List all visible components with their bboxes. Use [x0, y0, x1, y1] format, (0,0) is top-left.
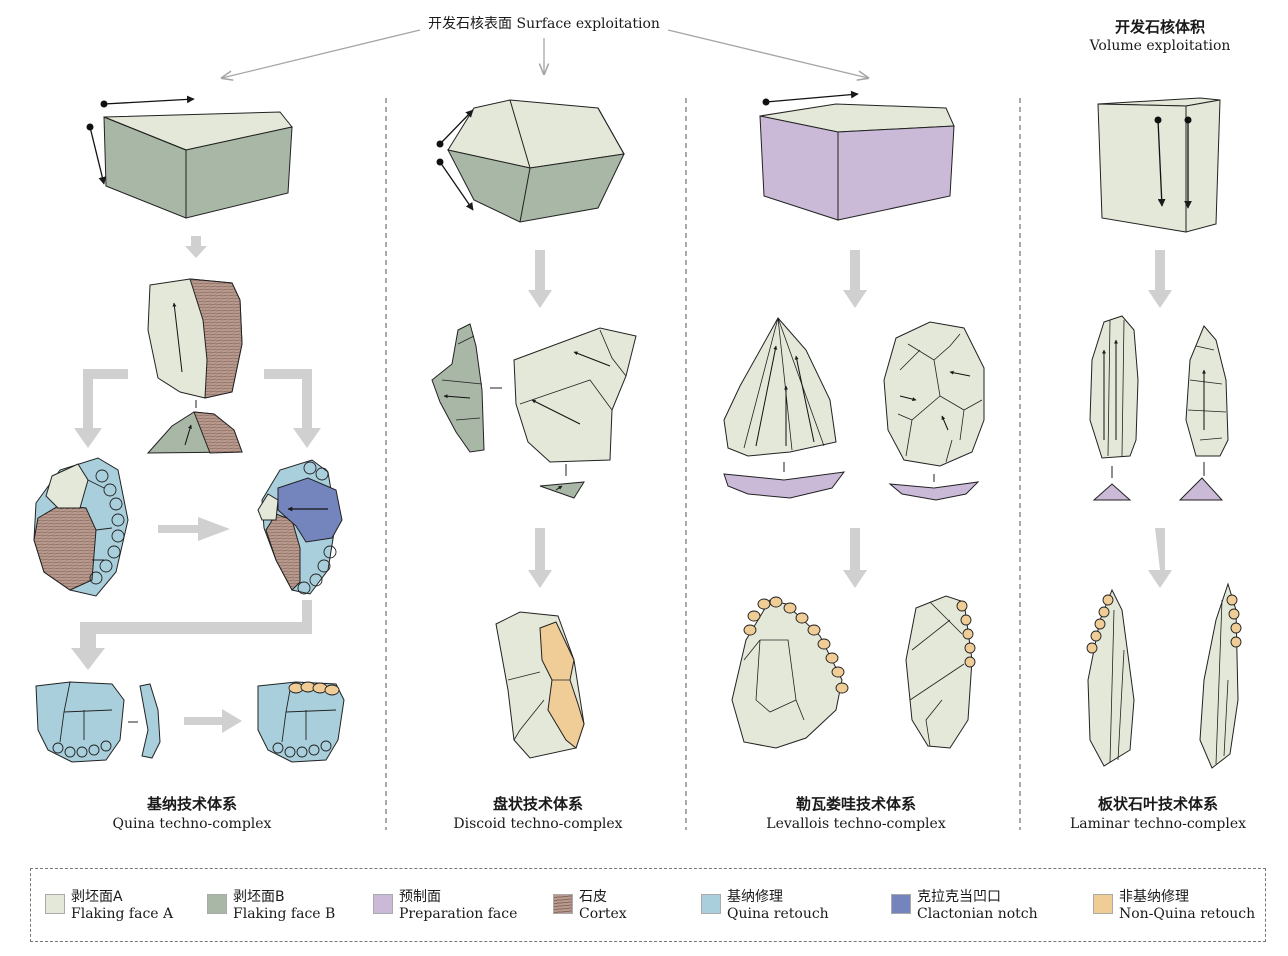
- discoid-title-cn: 盘状技术体系: [492, 795, 583, 813]
- laminar-core-arrows: [1154, 116, 1192, 209]
- legend-label-en: Clactonian notch: [917, 906, 1038, 922]
- surface-exploitation-label: 开发石核表面 Surface exploitation: [428, 16, 660, 32]
- laminar-tool-right: [1199, 582, 1242, 769]
- levallois-title-cn: 勒瓦娄哇技术体系: [795, 795, 916, 813]
- legend-label-en: Non-Quina retouch: [1119, 906, 1256, 922]
- legend-label-en: Preparation face: [399, 906, 518, 922]
- levallois-core-arrows: [762, 90, 859, 106]
- levallois-core-block: [759, 103, 955, 221]
- discoid-flow-arrows: [528, 250, 552, 588]
- laminar-blade-right: [1178, 325, 1229, 501]
- discoid-tool: [495, 611, 585, 759]
- legend-label-en: Cortex: [579, 906, 627, 922]
- volume-exploitation-en: Volume exploitation: [1089, 38, 1231, 54]
- legend-label-cn: 非基纳修理: [1119, 889, 1189, 905]
- levallois-title-en: Levallois techno-complex: [766, 816, 946, 832]
- column-dividers: [385, 98, 1021, 830]
- volume-exploitation-cn: 开发石核体积: [1114, 18, 1205, 36]
- flaking-face-a-swatch: [45, 894, 65, 914]
- flaking-face-b-swatch: [207, 894, 227, 914]
- levallois-tool-left: [731, 596, 849, 749]
- quina-scraper-notched: [257, 459, 343, 595]
- quina-title-en: Quina techno-complex: [112, 816, 272, 832]
- quina-title-cn: 基纳技术体系: [146, 795, 237, 813]
- levallois-point: [723, 317, 846, 499]
- quina-core-arrows: [86, 95, 195, 185]
- quina-scraper-left: [33, 457, 129, 597]
- levallois-tool-right: [905, 595, 976, 749]
- quina-retouch-swatch: [701, 894, 721, 914]
- laminar-blade-left: [1089, 315, 1139, 501]
- legend-label-en: Flaking face A: [71, 906, 174, 922]
- laminar-title-en: Laminar techno-complex: [1069, 816, 1246, 832]
- discoid-core-block: [447, 99, 625, 223]
- discoid-core-arrows: [436, 109, 474, 211]
- preparation-face-swatch: [373, 894, 393, 914]
- legend-label-cn: 预制面: [399, 889, 441, 905]
- quina-core-block: [103, 111, 293, 219]
- cortex-swatch: [553, 894, 573, 914]
- levallois-flow-arrows: [843, 250, 867, 588]
- quina-final-left: [35, 681, 161, 763]
- quina-flake: [146, 278, 243, 454]
- legend-label-en: Flaking face B: [233, 906, 336, 922]
- legend-label-cn: 石皮: [579, 889, 607, 905]
- legend-label-cn: 克拉克当凹口: [917, 889, 1001, 905]
- laminar-flow-arrows: [1148, 250, 1172, 588]
- laminar-title-cn: 板状石叶技术体系: [1097, 795, 1218, 813]
- surface-exploitation-arrows: [222, 29, 868, 78]
- legend-label-en: Quina retouch: [727, 906, 829, 922]
- discoid-flake: [431, 323, 637, 499]
- quina-flow-arrows: [71, 236, 321, 733]
- laminar-tool-left: [1086, 588, 1135, 767]
- clactonian-notch-swatch: [891, 894, 911, 914]
- levallois-oval-flake: [883, 321, 985, 501]
- legend-label-cn: 基纳修理: [727, 889, 783, 905]
- discoid-title-en: Discoid techno-complex: [453, 816, 623, 832]
- non-quina-retouch-swatch: [1093, 894, 1113, 914]
- legend-label-cn: 剥坯面B: [233, 889, 285, 905]
- legend: 剥坯面A Flaking face A 剥坯面B Flaking face B …: [30, 868, 1266, 942]
- legend-label-cn: 剥坯面A: [71, 889, 123, 905]
- quina-final-right: [257, 681, 345, 763]
